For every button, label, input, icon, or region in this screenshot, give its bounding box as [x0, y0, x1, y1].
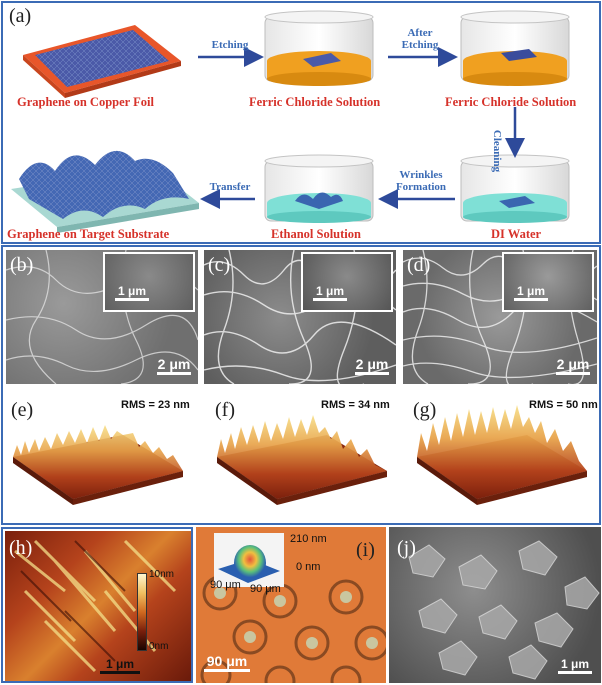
- beaker-di-water: [460, 154, 570, 223]
- afm-e-rms: RMS = 23 nm: [121, 399, 190, 411]
- sem-c-scale: 2 μm: [350, 356, 394, 376]
- panel-i: 210 nm 0 nm 90 μm 90 μm (i) 90 μm: [196, 527, 386, 683]
- beaker-ethanol: [264, 154, 374, 223]
- panel-h-scale: 1 μm: [97, 657, 143, 675]
- sem-d-inset: 1 μm: [502, 252, 594, 312]
- panel-j-scale: 1 μm: [553, 657, 597, 675]
- panel-i-pattern: [200, 575, 386, 683]
- panel-i-xaxis: 90 μm: [210, 579, 241, 591]
- panel-i-yaxis: 90 μm: [250, 583, 281, 595]
- label-transfer: Transfer: [209, 181, 251, 193]
- afm-f-rms: RMS = 34 nm: [321, 399, 390, 411]
- sem-d-texture: [403, 250, 597, 384]
- afm-surfaces: [13, 405, 587, 505]
- afm-e-label: (e): [11, 399, 34, 421]
- label-wrinkles: Wrinkles Formation: [395, 169, 447, 193]
- afm-f-surface: [217, 415, 387, 505]
- panel-i-zmax: 210 nm: [290, 533, 327, 545]
- sem-b-scale: 2 μm: [152, 356, 196, 376]
- afm-h-streaks: [14, 539, 177, 673]
- panel-h-label: (h): [9, 537, 33, 559]
- sem-c-label: (c): [208, 254, 231, 276]
- panel-h: (h) 10nm 0nm 1 μm: [1, 527, 193, 683]
- label-cleaning: Cleaning: [491, 129, 503, 173]
- caption-ferric-1: Ferric Chloride Solution: [249, 95, 381, 109]
- caption-ethanol: Ethanol Solution: [271, 227, 361, 241]
- panel-i-scale: 90 μm: [202, 653, 252, 673]
- sem-c: 1 μm (c) 2 μm: [204, 250, 396, 384]
- afm-g-label: (g): [413, 399, 437, 421]
- wrinkled-graphene-substrate: [11, 150, 199, 233]
- caption-target-substrate: Graphene on Target Substrate: [7, 227, 170, 241]
- panel-j-label: (j): [397, 537, 416, 559]
- sem-c-texture: [204, 250, 396, 384]
- afm-g-rms: RMS = 50 nm: [529, 399, 598, 411]
- copper-foil-graphene: [23, 25, 181, 98]
- sem-d-scale: 2 μm: [551, 356, 595, 376]
- afm-f-label: (f): [215, 399, 235, 421]
- sem-c-inset: 1 μm: [301, 252, 393, 312]
- sem-b-inset-scale: 1 μm: [109, 284, 155, 302]
- panel-i-inset-peak: [218, 545, 280, 583]
- colorbar-h: [137, 573, 147, 651]
- panel-a-label: (a): [9, 5, 32, 27]
- sem-c-inset-scale: 1 μm: [307, 284, 353, 302]
- panel-i-label: (i): [356, 539, 375, 561]
- afm-g-surface: [417, 405, 587, 505]
- label-after-etching: After Etching: [401, 27, 439, 51]
- panel-i-inset: [214, 533, 284, 587]
- beaker-ferric-2: [460, 10, 570, 86]
- sem-b: 1 μm (b) 2 μm: [6, 250, 198, 384]
- panel-a: (a) Graphene on Copper Foil Ferric Chlor…: [1, 1, 601, 244]
- sem-b-label: (b): [10, 254, 34, 276]
- sem-d: 1 μm (d) 2 μm: [403, 250, 597, 384]
- caption-ferric-2: Ferric Chloride Solution: [445, 95, 577, 109]
- sem-d-inset-scale: 1 μm: [508, 284, 554, 302]
- panel-j-texture: [408, 540, 600, 680]
- sem-b-inset: 1 μm: [103, 252, 195, 312]
- caption-graphene-copper: Graphene on Copper Foil: [17, 95, 154, 109]
- panel-i-zmin: 0 nm: [296, 561, 321, 573]
- panel-sem-afm: 1 μm (b) 2 μm 1 μm (c) 2 μm 1 μm (d) 2 μ…: [1, 245, 601, 525]
- afm-h-image: [5, 531, 191, 681]
- colorbar-h-max: 10nm: [149, 569, 175, 580]
- panel-j: (j) 1 μm: [389, 527, 601, 683]
- colorbar-h-min: 0nm: [149, 641, 169, 652]
- label-etching: Etching: [211, 39, 249, 51]
- panel-a-illustration: [11, 10, 570, 233]
- caption-di-water: DI Water: [491, 227, 542, 241]
- afm-e-surface: [13, 425, 183, 505]
- sem-d-label: (d): [407, 254, 431, 276]
- beaker-ferric-1: [264, 10, 374, 86]
